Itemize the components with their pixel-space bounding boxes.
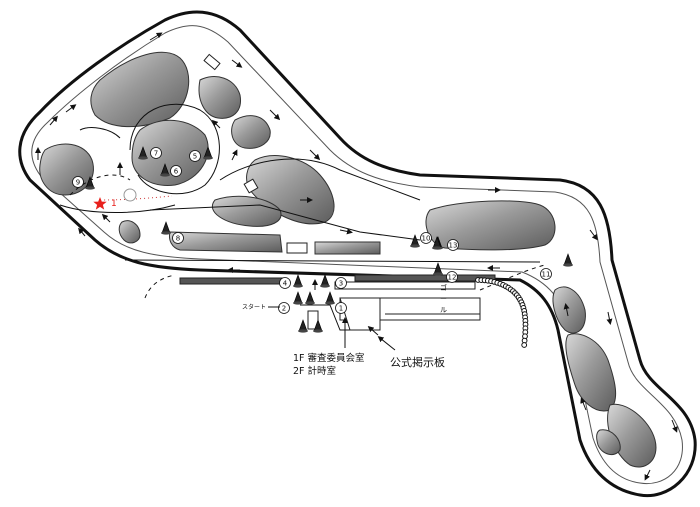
pylon-base: [320, 284, 330, 288]
pylon-number: 1: [339, 305, 343, 313]
pylon-base: [325, 301, 335, 305]
grass-islands: [39, 51, 657, 468]
star-marker-label: 1: [111, 199, 117, 209]
pylon-cone-icon: [325, 291, 335, 304]
pylon-base: [563, 263, 573, 267]
pylon-base: [432, 246, 442, 250]
pylon-cone-icon: [320, 274, 330, 287]
dashed-paths: [69, 174, 546, 299]
pylon-number: 11: [542, 271, 551, 279]
pylon-number-badge: [72, 176, 84, 188]
pylon-cone-icon: [293, 274, 303, 287]
pylon-number: 4: [283, 280, 288, 288]
pylon-base: [298, 329, 308, 333]
scoreboard-label: 公式掲示板: [390, 355, 445, 369]
pylon-number: 5: [193, 153, 197, 161]
pylon-base: [293, 301, 303, 305]
pylon-number: 2: [282, 305, 286, 313]
pylon-base: [313, 329, 323, 333]
pylon-number: 9: [76, 179, 80, 187]
pylon-number-badge: [446, 271, 458, 283]
goal-label-1: ゴ: [440, 283, 447, 292]
building-label-line2: 2F 計時室: [293, 365, 336, 377]
start-label: スタート: [242, 303, 266, 311]
pylon-base: [433, 272, 443, 276]
tire-barrier: [475, 277, 529, 348]
star-marker: 1: [93, 197, 117, 210]
pylon-base: [410, 244, 420, 248]
pylon-number-badge: [189, 150, 201, 162]
pylon-base: [203, 156, 213, 160]
pylon-cone-icon: [305, 291, 315, 304]
pylon-cone-icon: [293, 291, 303, 304]
pylon-base: [305, 301, 315, 305]
scoreboard-pointer: [377, 336, 396, 351]
pylon-number-badge: [540, 268, 552, 280]
pylon-number: 3: [339, 280, 343, 288]
goal-label-3: ル: [440, 306, 447, 314]
pylon-number-badge: [447, 239, 459, 251]
tire-bead: [521, 342, 528, 348]
pylon-cone-icon: [298, 319, 308, 332]
pylon-base: [85, 186, 95, 190]
building-label-line1: 1F 審査委員会室: [293, 352, 365, 364]
pylon-number: 7: [154, 150, 158, 158]
marker-circle: [123, 188, 137, 202]
pylon-number-badge: [279, 277, 291, 289]
pylon-number: 8: [176, 235, 180, 243]
pylon-number-badge: [420, 232, 432, 244]
pylon-number: 10: [422, 235, 431, 243]
pylon-number-badge: [170, 165, 182, 177]
pylon-number-badge: [172, 232, 184, 244]
direction-arrows: [35, 32, 678, 481]
pylon-number-badge: [335, 277, 347, 289]
pylon-number-badge: [335, 302, 347, 314]
pylon-base: [161, 231, 171, 235]
pylon-base: [160, 173, 170, 177]
pylon-base: [138, 156, 148, 160]
pylon-number: 13: [449, 242, 458, 250]
pylon-number: 12: [448, 274, 457, 282]
pylon-base: [293, 284, 303, 288]
pylon-number-badge: [150, 147, 162, 159]
pylon-number-badge: [278, 302, 290, 314]
goal-label-2: ー: [440, 295, 447, 303]
pylon-number: 6: [174, 168, 179, 176]
